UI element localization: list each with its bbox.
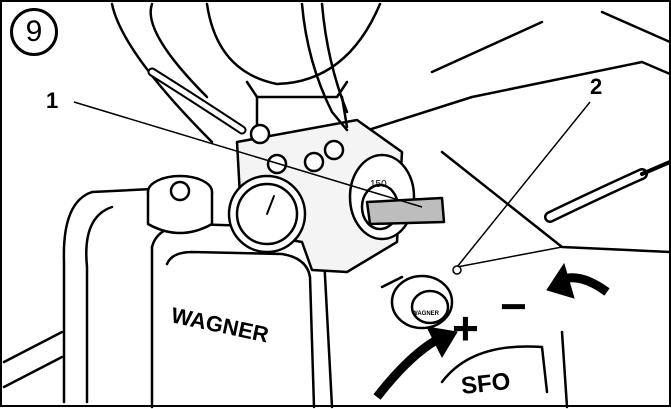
cart-frame-left-inner [85, 205, 114, 404]
callout-1-label: 1 [46, 88, 59, 113]
tube-1 [300, 2, 349, 132]
filter-cap-body [146, 190, 214, 235]
hose-left-inner [149, 69, 245, 133]
valve-marking: 150 [370, 179, 387, 190]
panel-partial-text: SFO [460, 368, 512, 400]
body-top-edge [360, 60, 671, 134]
gauge-needle [266, 195, 275, 215]
cart-axle-lower [2, 355, 64, 389]
tube-2 [320, 2, 349, 114]
front-panel-inset [165, 250, 316, 409]
bolt-1 [249, 123, 271, 145]
hose-right-end [640, 160, 671, 176]
figure-number: 9 [10, 8, 58, 56]
bolt-4 [323, 139, 345, 161]
pressure-knob-face [410, 289, 450, 325]
knob-brand: WAGNER [412, 311, 440, 317]
cart-axle [2, 330, 64, 364]
callout-2-target [452, 265, 462, 275]
knob-stem [380, 275, 404, 289]
panel-label-area [440, 345, 549, 394]
plus-sign: + [452, 302, 479, 354]
handle-top-right [600, 10, 671, 44]
frame-bar-left-inner [149, 2, 209, 99]
arrow-clockwise-head [426, 326, 458, 359]
wagner-brand: WAGNER [169, 302, 271, 347]
minus-sign: − [500, 280, 527, 332]
valve-lever [365, 196, 446, 226]
paint-container [205, 2, 382, 86]
arrow-counterclockwise-head [546, 262, 575, 299]
arrow-clockwise-shaft [373, 332, 445, 400]
container-neck [245, 80, 349, 99]
hose-right-inner [546, 170, 646, 221]
frame-bar-left [110, 2, 214, 144]
cart-frame-left [62, 190, 94, 404]
frame-bar-right [430, 20, 544, 74]
callout-2-leader-branch [456, 246, 563, 268]
callout-1-leader [73, 101, 423, 208]
callout-2-label: 2 [590, 74, 603, 99]
bolt-3 [303, 151, 325, 173]
callout-2-leader [456, 101, 591, 268]
filter-cap-knob [169, 180, 191, 202]
body-lower-edge [440, 150, 671, 254]
panel-edge [560, 330, 569, 409]
